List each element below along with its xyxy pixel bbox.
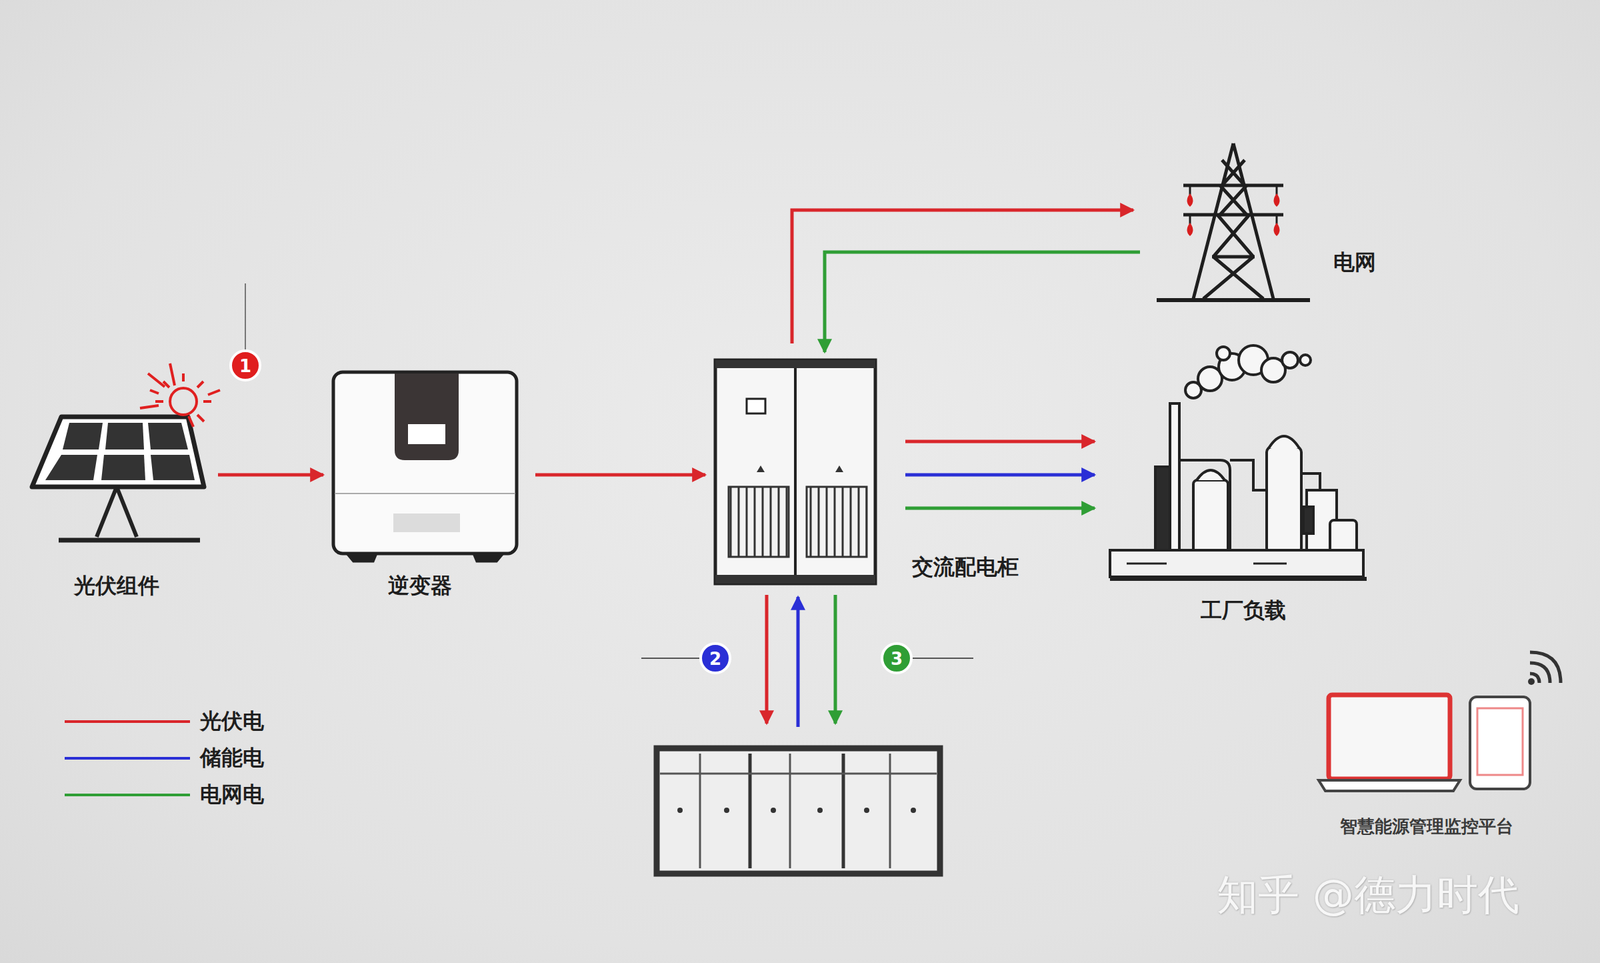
power-flow-arrow	[824, 252, 1140, 352]
battery-flows	[766, 594, 836, 727]
power-flow-arrow	[905, 506, 1095, 510]
legend-label: 储能电	[200, 743, 264, 773]
component-label: 电网	[1333, 249, 1376, 275]
battery-storage	[656, 748, 940, 874]
component-node: 工厂负载	[1108, 350, 1368, 630]
callout-number: 1	[239, 357, 252, 375]
component-node: 逆变器	[333, 372, 517, 602]
watermark: 知乎 @德力时代	[1216, 866, 1520, 923]
legend-swatch	[64, 793, 190, 796]
callout-number: 3	[890, 650, 903, 668]
pv-panel	[32, 363, 220, 540]
inverter	[333, 372, 517, 562]
callout-markers	[230, 283, 974, 673]
component-node: 智慧能源管理监控平台	[1306, 686, 1540, 847]
power-flow-arrow	[218, 473, 324, 477]
legend-label: 光伏电	[200, 706, 264, 736]
component-node: 交流配电柜	[715, 360, 876, 584]
legend-swatch	[64, 756, 190, 760]
power-tower	[1156, 143, 1310, 300]
component-node: 光伏组件	[26, 393, 210, 607]
power-flow-arrow	[535, 473, 706, 477]
power-flow-arrow	[905, 473, 1095, 477]
legend-swatch	[64, 720, 190, 723]
power-flow-arrow	[905, 440, 1095, 444]
factory	[1110, 345, 1367, 579]
component-label: 光伏组件	[74, 572, 160, 598]
ac-cabinet	[715, 360, 876, 584]
monitor-devices	[1318, 652, 1561, 791]
component-label: 交流配电柜	[912, 554, 1019, 580]
legend-label: 电网电	[200, 780, 264, 810]
callout-number: 2	[709, 650, 722, 668]
component-node: 电网	[1156, 143, 1397, 302]
power-flow-arrow	[792, 210, 1134, 344]
component-label: 工厂负载	[1200, 597, 1286, 623]
component-label: 智慧能源管理监控平台	[1340, 816, 1514, 837]
insulators	[1187, 193, 1280, 236]
component-label: 逆变器	[388, 572, 452, 598]
